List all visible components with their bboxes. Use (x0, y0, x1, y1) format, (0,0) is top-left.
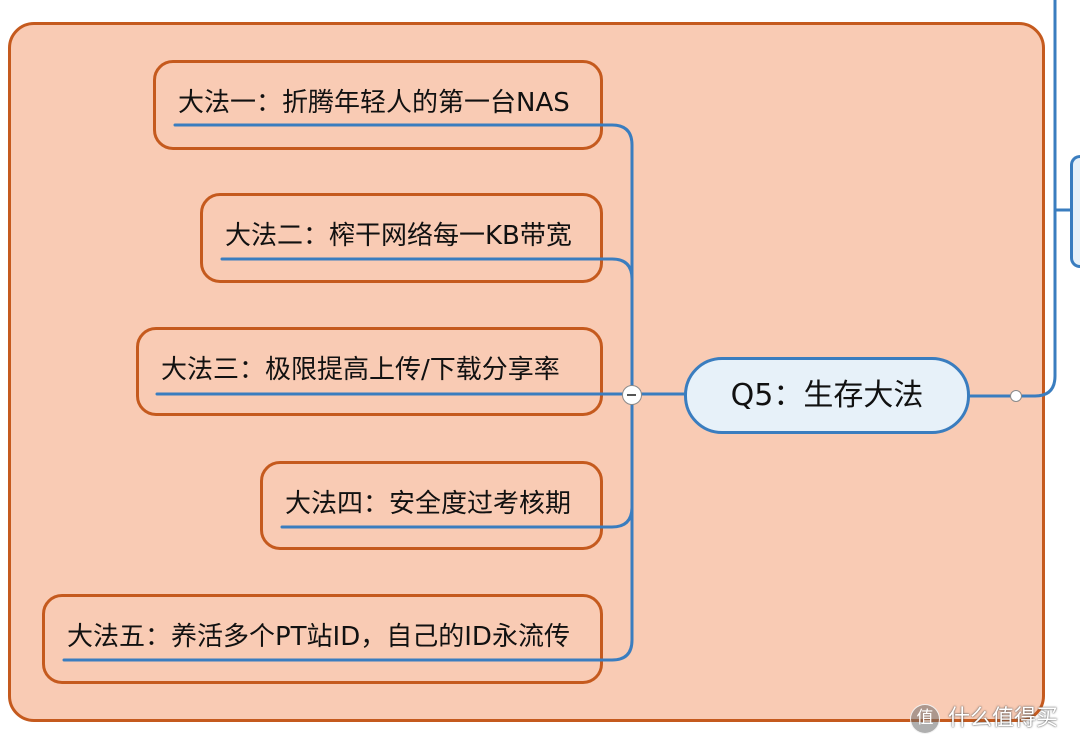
subtopic-label: 大法三：极限提高上传/下载分享率 (161, 355, 560, 385)
subtopic-label: 大法四：安全度过考核期 (285, 489, 572, 519)
collapse-toggle-button[interactable] (622, 385, 642, 405)
subtopic-label: 大法二：榨干网络每一KB带宽 (225, 221, 572, 251)
sibling-topic-node-partial[interactable] (1070, 155, 1080, 268)
watermark-logo-icon: 值 (910, 704, 940, 734)
subtopic-label: 大法一：折腾年轻人的第一台NAS (178, 88, 570, 118)
central-topic-node[interactable]: Q5：生存大法 (684, 357, 970, 434)
subtopic-node-4[interactable]: 大法四：安全度过考核期 (260, 461, 603, 550)
connector-dot (1010, 390, 1022, 402)
subtopic-node-3[interactable]: 大法三：极限提高上传/下载分享率 (136, 327, 603, 416)
subtopic-node-5[interactable]: 大法五：养活多个PT站ID，自己的ID永流传 (42, 594, 603, 684)
subtopic-node-1[interactable]: 大法一：折腾年轻人的第一台NAS (153, 60, 603, 150)
subtopic-label: 大法五：养活多个PT站ID，自己的ID永流传 (67, 622, 570, 652)
subtopic-node-2[interactable]: 大法二：榨干网络每一KB带宽 (200, 193, 603, 283)
watermark: 值 什么值得买 (908, 702, 1076, 738)
watermark-text: 什么值得买 (948, 706, 1059, 731)
minus-icon (627, 394, 636, 396)
central-topic-label: Q5：生存大法 (730, 377, 924, 413)
